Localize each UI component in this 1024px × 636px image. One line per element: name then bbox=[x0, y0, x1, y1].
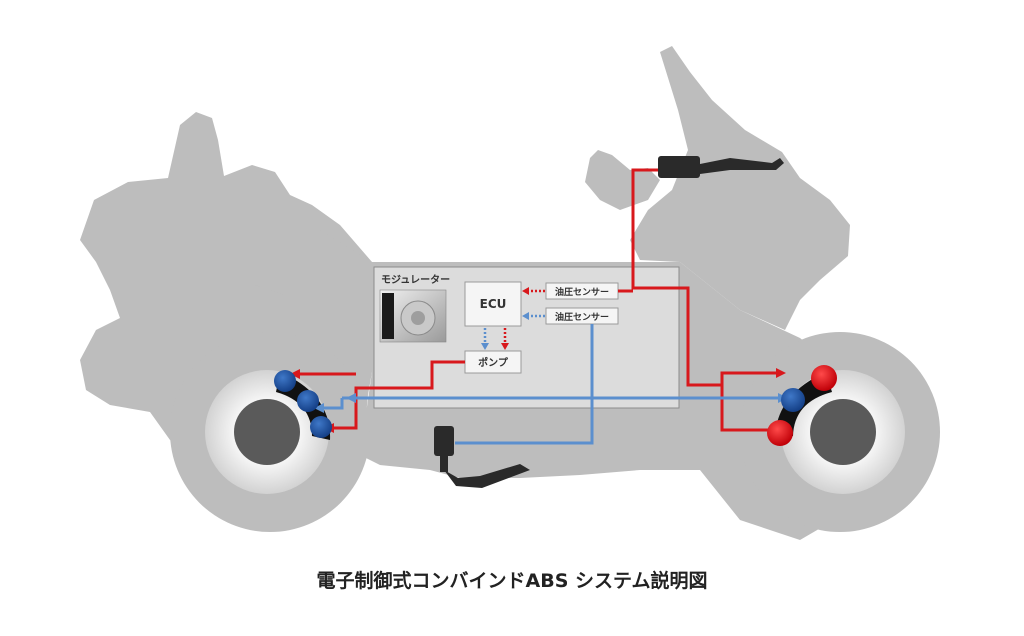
rear-piston-2 bbox=[297, 390, 319, 412]
pressure-sensor-bottom bbox=[545, 307, 619, 325]
pump-label: ポンプ bbox=[478, 356, 509, 369]
rear-piston-1 bbox=[274, 370, 296, 392]
rear-brake-disc bbox=[205, 370, 329, 494]
ecu-box bbox=[464, 281, 522, 327]
front-piston-red-bottom bbox=[767, 420, 793, 446]
front-caliper-pistons bbox=[767, 365, 837, 446]
blue-hydraulic-lines bbox=[318, 324, 784, 445]
diagram-caption: 電子制御式コンバインドABS システム説明図 bbox=[316, 570, 708, 592]
ecu-signal-lines bbox=[481, 287, 545, 350]
rear-brake-pedal-icon bbox=[434, 426, 530, 488]
front-piston-red-top bbox=[811, 365, 837, 391]
ecu-label: ECU bbox=[480, 297, 507, 311]
rear-piston-3 bbox=[310, 416, 332, 438]
pressure-sensor-top-label: 油圧センサー bbox=[555, 286, 609, 298]
front-brake-disc bbox=[781, 370, 905, 494]
modulator-title: モジュレーター bbox=[381, 274, 450, 286]
front-brake-lever-icon bbox=[658, 156, 784, 178]
pressure-sensor-bottom-label: 油圧センサー bbox=[555, 311, 609, 323]
red-hydraulic-lines bbox=[296, 168, 778, 432]
front-piston-blue bbox=[781, 388, 805, 412]
rear-caliper-pistons bbox=[274, 370, 332, 438]
